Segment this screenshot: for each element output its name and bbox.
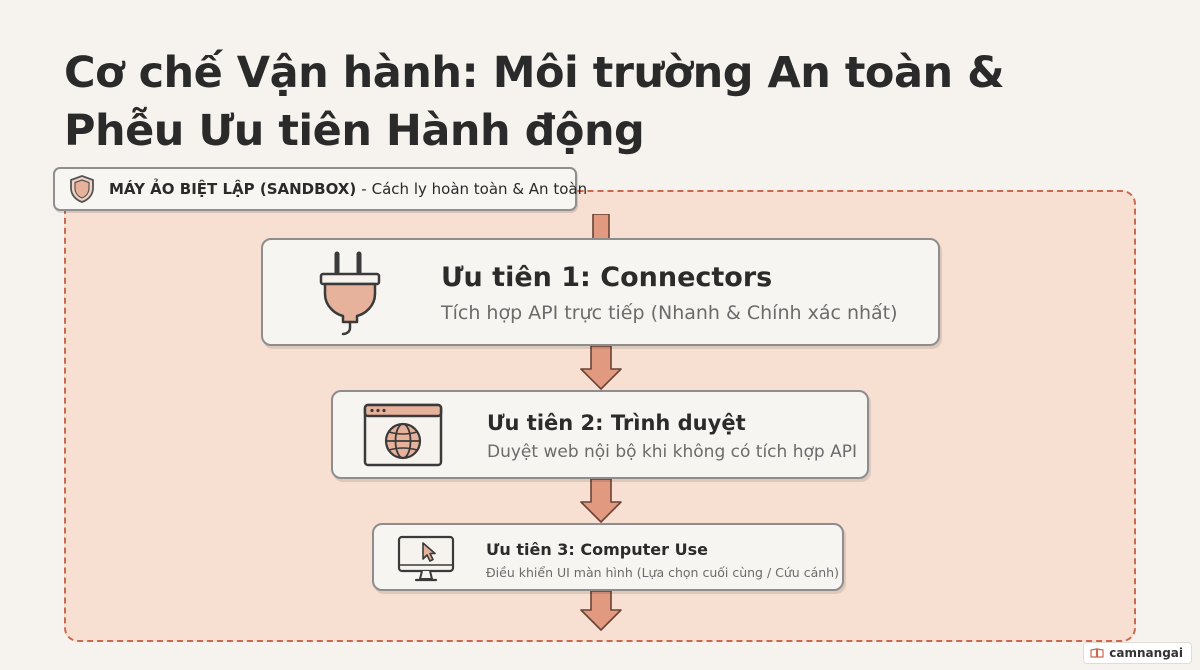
- priority-1-subtitle: Tích hợp API trực tiếp (Nhanh & Chính xá…: [441, 302, 898, 324]
- shield-icon: [70, 175, 94, 203]
- flow-arrow-top: [592, 214, 610, 240]
- book-logo-icon: [1090, 648, 1104, 658]
- watermark: camnangai: [1083, 642, 1192, 664]
- priority-3-title: Ưu tiên 3: Computer Use: [486, 540, 708, 559]
- sandbox-label-separator: -: [361, 180, 367, 198]
- priority-1-title: Ưu tiên 1: Connectors: [441, 262, 773, 293]
- sandbox-label: MÁY ẢO BIỆT LẬP (SANDBOX) - Cách ly hoàn…: [53, 167, 587, 211]
- browser-globe-icon: [363, 403, 443, 467]
- flow-arrow-1-2: [580, 345, 622, 390]
- priority-card-2: Ưu tiên 2: Trình duyệt Duyệt web nội bộ …: [331, 390, 869, 479]
- priority-2-subtitle: Duyệt web nội bộ khi không có tích hợp A…: [487, 442, 857, 462]
- sandbox-label-description: Cách ly hoàn toàn & An toàn: [371, 180, 588, 198]
- priority-card-1: Ưu tiên 1: Connectors Tích hợp API trực …: [261, 238, 940, 346]
- priority-3-subtitle: Điều khiển UI màn hình (Lựa chọn cuối cù…: [486, 565, 839, 580]
- page-title: Cơ chế Vận hành: Môi trường An toàn & Ph…: [64, 48, 1005, 156]
- monitor-cursor-icon: [397, 535, 455, 582]
- watermark-text: camnangai: [1109, 646, 1183, 660]
- plug-icon: [319, 251, 381, 336]
- priority-card-3: Ưu tiên 3: Computer Use Điều khiển UI mà…: [372, 523, 844, 591]
- priority-2-title: Ưu tiên 2: Trình duyệt: [487, 411, 746, 435]
- flow-arrow-out: [580, 590, 622, 631]
- sandbox-label-bold: MÁY ẢO BIỆT LẬP (SANDBOX): [109, 180, 357, 198]
- flow-arrow-2-3: [580, 478, 622, 523]
